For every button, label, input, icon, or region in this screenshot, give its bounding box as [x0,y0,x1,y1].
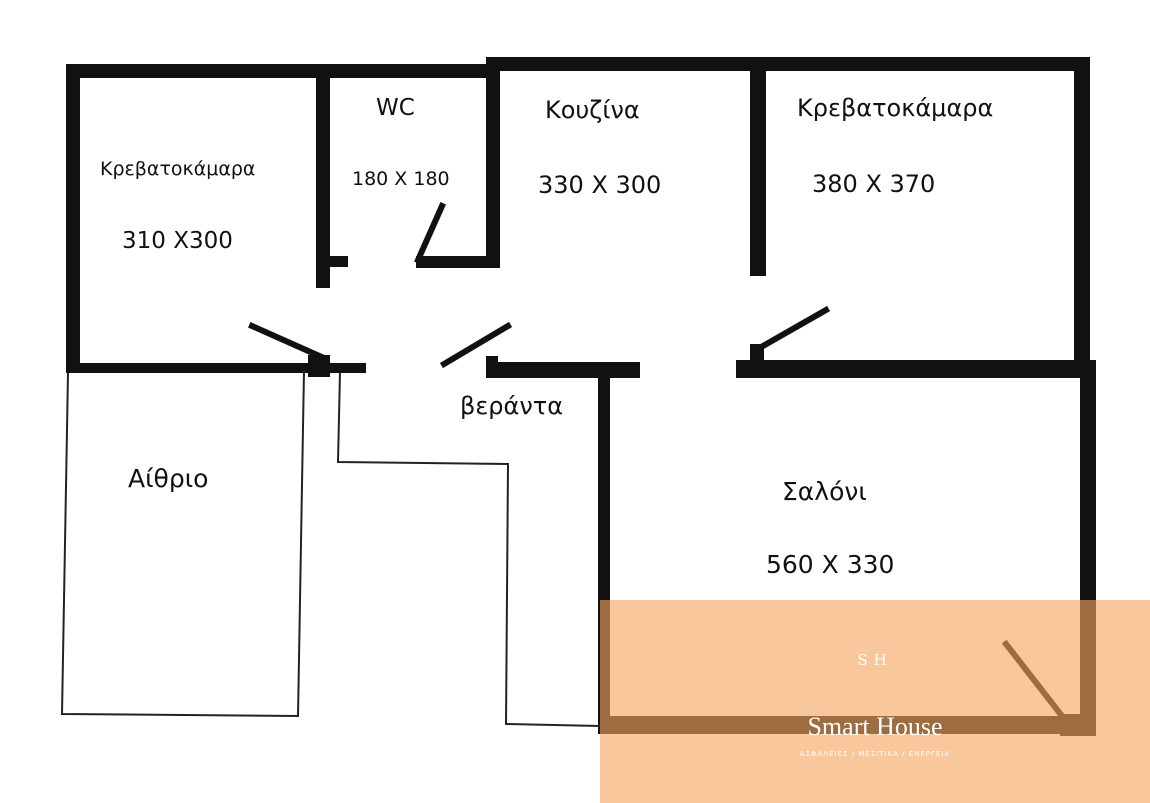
bedroom-right-bottom-wall [736,360,1096,378]
watermark-brand: Smart House [807,712,943,741]
bedroom-wc-partition [316,78,330,288]
bedroom-left-bottom-wall [66,363,366,373]
bedroom-left-size: 310 X300 [122,228,233,254]
left-outer-wall [66,64,80,372]
living-top-wall [486,362,640,378]
living-room-size: 560 X 330 [766,550,895,579]
wc-kitchen-partition [486,71,500,263]
wc-bottom-wall [416,256,500,268]
door-jamb-mid [486,356,498,366]
top-wall-left [66,64,494,78]
atrium-name: Αίθριο [128,464,209,493]
veranda-name: βεράντα [460,392,564,420]
door-bedroom-right [751,305,831,355]
right-outer-wall-upper [1074,57,1090,367]
thin-outlines [60,369,601,727]
door-kitchen [439,321,513,369]
watermark-monogram: SH [857,651,893,669]
door-wc [414,202,446,264]
watermark [600,600,1150,803]
bedroom-right-name: Κρεβατοκάμαρα [797,94,994,122]
kitchen-size: 330 X 300 [538,171,662,199]
wc-name: WC [376,95,415,121]
watermark-tagline: ΑΣΦΑΛΕΙΕΣ / ΜΕΣΙΤΙΚΑ / ΕΝΕΡΓΕΙΑ [799,750,951,758]
partition-stub [330,256,348,267]
top-wall-right [486,57,1090,71]
bedroom-left-name: Κρεβατοκάμαρα [100,158,256,180]
kitchen-name: Κουζίνα [545,96,640,124]
bedroom-right-size: 380 X 370 [812,170,936,198]
atrium-outline [60,369,305,718]
living-room-name: Σαλόνι [782,477,867,506]
kitchen-bedroom-partition [750,71,766,276]
door-bedroom-left [248,322,328,362]
wc-size: 180 X 180 [352,168,450,190]
veranda-outline [336,371,601,727]
